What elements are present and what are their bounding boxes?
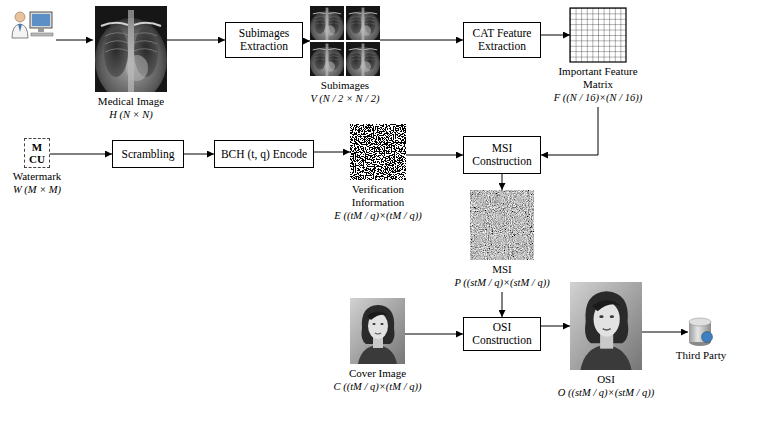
box-label: Subimages Extraction [230, 27, 298, 53]
flow-arrow [184, 154, 214, 155]
flow-arrow [314, 152, 350, 153]
image-caption: Cover Image [349, 367, 406, 380]
watermark-letters: CU [29, 153, 45, 165]
dimension-formula: H (N × N) [109, 108, 153, 121]
flow-arrow [167, 40, 225, 41]
binary-noise-image [350, 124, 406, 180]
image-caption: Subimages [321, 79, 369, 92]
watermark-letters: M [32, 141, 42, 153]
flow-arrow [541, 326, 570, 327]
process-box: CAT Feature Extraction [463, 22, 541, 58]
box-label: BCH (t, q) Encode [219, 148, 309, 161]
image-panel: Cover ImageC ((tM / q)×(tM / q)) [350, 298, 405, 364]
flow-arrow [380, 40, 463, 41]
flow-arrow [50, 154, 112, 155]
dimension-formula: W (M × M) [13, 183, 61, 196]
image-caption: OSI [597, 373, 615, 386]
output-portrait [570, 282, 642, 370]
image-caption: Verification Information [338, 183, 418, 209]
dimension-formula: F ((N / 16)×(N / 16)) [554, 91, 642, 104]
dimension-formula: O ((stM / q)×(stM / q)) [558, 386, 655, 399]
dimension-formula: P ((stM / q)×(stM / q)) [454, 276, 549, 289]
box-label: OSI Construction [468, 321, 536, 347]
box-label: Scrambling [117, 148, 179, 161]
image-panel: SubimagesV (N / 2 × N / 2) [310, 6, 380, 76]
process-box: BCH (t, q) Encode [214, 140, 314, 168]
flow-arrow [642, 332, 688, 333]
image-caption: Medical Image [98, 95, 164, 108]
image-panel: Important Feature MatrixF ((N / 16)×(N /… [570, 8, 626, 62]
box-label: CAT Feature Extraction [468, 27, 536, 53]
image-caption: Important Feature Matrix [548, 65, 648, 91]
subimage-tiles [310, 6, 380, 80]
flow-arrow [541, 107, 598, 155]
image-caption: MSI [492, 263, 512, 276]
feature-matrix-grid [570, 8, 626, 62]
flow-arrow [541, 35, 570, 36]
flow-arrow [502, 174, 503, 190]
dimension-formula: E ((tM / q)×(tM / q)) [334, 209, 421, 222]
process-box: Scrambling [112, 140, 184, 168]
source-arrow [56, 40, 93, 41]
flow-arrow [502, 292, 503, 317]
flow-arrow [406, 155, 463, 156]
grey-noise-image [470, 190, 534, 260]
dimension-formula: V (N / 2 × N / 2) [310, 92, 379, 105]
box-label: MSI Construction [468, 142, 536, 168]
image-caption: Third Party [676, 349, 726, 362]
image-caption: Watermark [13, 170, 62, 183]
flow-arrow [405, 334, 463, 335]
process-box: Subimages Extraction [225, 22, 303, 58]
watermark-image: WatermarkW (M × M)MCU [24, 138, 50, 168]
image-panel: Third Party [688, 318, 714, 346]
process-box: MSI Construction [463, 136, 541, 174]
image-panel: Verification InformationE ((tM / q)×(tM … [350, 124, 406, 180]
chest-xray-image [95, 6, 167, 102]
dimension-formula: C ((tM / q)×(tM / q)) [334, 380, 422, 393]
image-panel: Medical ImageH (N × N) [95, 6, 167, 92]
image-panel: MSIP ((stM / q)×(stM / q)) [470, 190, 534, 260]
image-panel: OSIO ((stM / q)×(stM / q)) [570, 282, 642, 370]
flow-arrow [303, 41, 310, 42]
database-icon [689, 318, 713, 346]
doctor-computer-icon [12, 12, 53, 38]
process-box: OSI Construction [463, 317, 541, 351]
cover-portrait [350, 298, 405, 364]
